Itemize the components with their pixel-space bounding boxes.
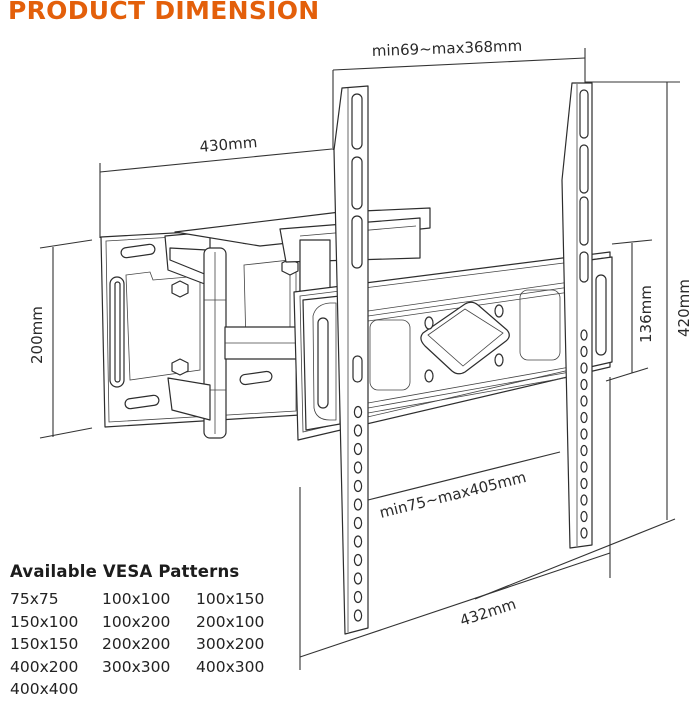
vesa-pattern: 200x100 bbox=[196, 612, 265, 631]
mounting-hole bbox=[353, 498, 363, 511]
mounting-hole bbox=[580, 395, 588, 407]
mounting-hole bbox=[580, 477, 588, 490]
mounting-hole bbox=[580, 362, 588, 374]
mounting-hole bbox=[353, 424, 363, 437]
mounting-hole bbox=[580, 411, 588, 424]
label-rail-height: 136mm bbox=[637, 285, 655, 343]
tv-bracket-right-holes bbox=[580, 329, 588, 539]
tv-bracket-left-holes bbox=[353, 405, 363, 622]
mounting-hole bbox=[580, 527, 588, 539]
vesa-pattern: 200x200 bbox=[102, 635, 171, 653]
vesa-pattern: 75x75 bbox=[10, 590, 59, 608]
vesa-patterns-section: Available VESA Patterns 75x75 100x100 10… bbox=[10, 562, 288, 701]
mounting-hole bbox=[580, 444, 588, 457]
tv-bracket-left bbox=[333, 85, 369, 635]
label-overall-height: 420mm bbox=[675, 279, 693, 337]
label-plate-spacing-top: min69~max368mm bbox=[372, 37, 523, 60]
mounting-hole bbox=[353, 461, 363, 474]
vesa-heading: Available VESA Patterns bbox=[10, 562, 240, 581]
mounting-hole bbox=[353, 572, 363, 585]
mounting-hole bbox=[580, 378, 588, 391]
vesa-pattern: 400x400 bbox=[10, 680, 79, 698]
label-overall-width: 432mm bbox=[458, 595, 519, 630]
mounting-hole bbox=[580, 329, 588, 341]
tv-rail bbox=[293, 251, 613, 441]
tv-bracket-right bbox=[561, 82, 593, 549]
vesa-pattern: 150x100 bbox=[10, 612, 79, 631]
label-plate-spacing-bottom: min75~max405mm bbox=[378, 468, 528, 522]
mounting-hole bbox=[353, 609, 363, 622]
label-wall-plate-height: 200mm bbox=[28, 306, 46, 364]
mounting-hole bbox=[353, 516, 363, 530]
mounting-hole bbox=[580, 428, 588, 440]
mounting-hole bbox=[353, 590, 363, 604]
vesa-pattern: 100x150 bbox=[196, 590, 265, 608]
dimension-lines bbox=[39, 48, 680, 670]
vesa-pattern: 100x200 bbox=[102, 612, 171, 631]
mounting-hole bbox=[353, 442, 363, 456]
vesa-pattern: 400x300 bbox=[196, 657, 265, 676]
mounting-hole bbox=[580, 510, 588, 523]
vesa-pattern-list: 75x75 100x100 100x150 150x100 100x200 20… bbox=[10, 589, 288, 701]
mounting-hole bbox=[353, 479, 363, 493]
vesa-pattern: 150x150 bbox=[10, 635, 79, 653]
mounting-hole bbox=[580, 461, 588, 473]
mounting-hole bbox=[580, 494, 588, 506]
mounting-hole bbox=[580, 345, 588, 358]
page-title: PRODUCT DIMENSION bbox=[8, 0, 320, 25]
mounting-hole bbox=[353, 405, 363, 419]
mounting-hole bbox=[353, 553, 363, 567]
vesa-pattern: 300x200 bbox=[196, 635, 265, 653]
vesa-pattern: 300x300 bbox=[102, 657, 171, 676]
mounting-hole bbox=[353, 535, 363, 548]
vesa-pattern: 400x200 bbox=[10, 657, 79, 676]
label-arm-width: 430mm bbox=[199, 133, 258, 156]
vesa-pattern: 100x100 bbox=[102, 590, 171, 608]
